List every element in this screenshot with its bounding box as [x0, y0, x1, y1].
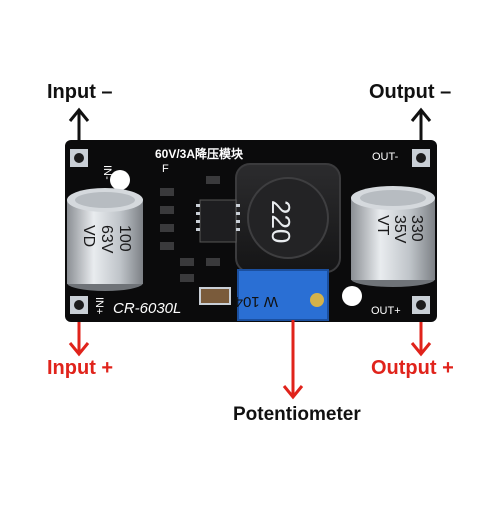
arrow-output-minus — [410, 107, 432, 140]
label-output-minus: Output – — [369, 81, 452, 103]
ic-chips — [160, 176, 240, 305]
input-cap-line2: 63V — [98, 225, 115, 254]
arrow-input-plus — [68, 322, 90, 357]
pin-in-plus: IN+ — [93, 297, 105, 314]
label-output-plus: Output + — [371, 357, 454, 379]
corner-pads — [70, 149, 430, 314]
label-potentiometer: Potentiometer — [233, 404, 361, 425]
input-capacitor: 100 63V VD — [67, 188, 143, 291]
label-input-minus: Input – — [47, 81, 113, 103]
inductor-marking: 220 — [266, 200, 296, 243]
pin-out-minus: OUT- — [372, 151, 399, 163]
board-small-mark: F — [162, 163, 169, 175]
pin-out-plus: OUT+ — [371, 305, 401, 317]
label-input-plus: Input + — [47, 357, 114, 379]
input-cap-line3: VD — [80, 225, 97, 247]
board-title: 60V/3A降压模块 — [155, 146, 244, 161]
board-model: CR-6030L — [113, 300, 181, 317]
potentiometer: W 104 — [235, 269, 329, 321]
arrow-input-minus — [68, 107, 90, 140]
output-cap-line3: VT — [374, 215, 391, 236]
mounting-hole — [110, 170, 130, 190]
pot-marking: W 104 — [235, 293, 278, 310]
output-capacitor: 330 35V VT — [351, 186, 435, 287]
arrow-potentiometer — [282, 320, 304, 400]
mounting-hole — [342, 286, 362, 306]
output-cap-line2: 35V — [391, 215, 408, 244]
pin-in-minus: IN- — [101, 165, 113, 180]
input-cap-line1: 100 — [116, 225, 133, 252]
arrow-output-plus — [410, 322, 432, 357]
output-cap-line1: 330 — [408, 215, 425, 242]
inductor: 220 — [235, 163, 341, 273]
